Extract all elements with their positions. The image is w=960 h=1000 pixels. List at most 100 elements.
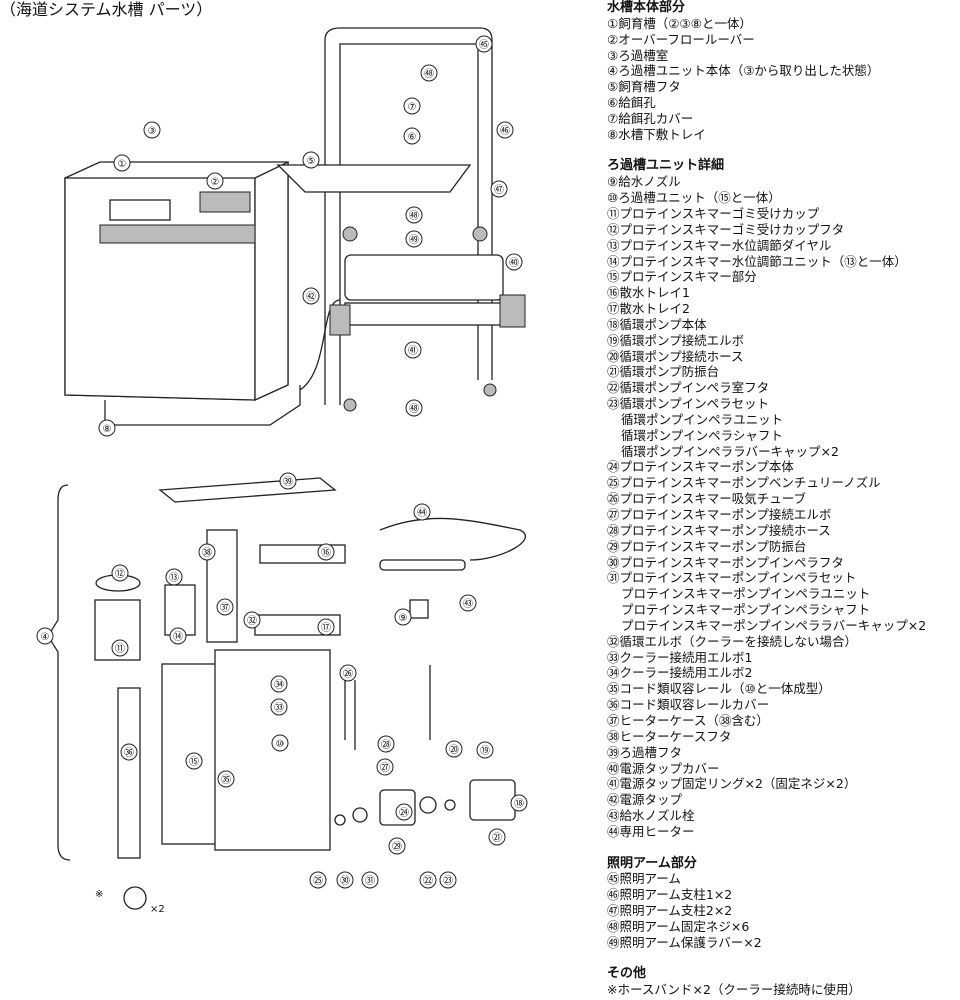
callout-circle: [377, 735, 395, 753]
part-item: ㉒循環ポンプインペラ室フタ: [607, 380, 770, 396]
callout-label-23: ㉓: [443, 875, 453, 887]
part-item: ⑳循環ポンプ接続ホース: [607, 348, 744, 364]
part-item: ㉞クーラー接続用エルボ2: [607, 665, 753, 681]
part-item: ㉘プロテインスキマーポンプ接続ホース: [607, 522, 831, 538]
callout-label-43: ㊸: [463, 598, 473, 610]
part-item: ⑭プロテインスキマー水位調節ユニット（⑬と一体）: [607, 253, 907, 269]
part-item: ⑪プロテインスキマーゴミ受けカップ: [607, 205, 820, 221]
part-item: ㉔プロテインスキマーポンプ本体: [607, 459, 794, 475]
callout-circle: [339, 664, 357, 682]
callout-circle: [185, 752, 203, 770]
callout-circle: [490, 180, 508, 198]
part-item: ③ろ過槽室: [607, 47, 669, 63]
part-item: ㊻照明アーム支柱1×2: [607, 887, 733, 903]
callout-label-42: ㊷: [306, 291, 316, 303]
part-subitem: プロテインスキマーポンプインペラユニット: [621, 586, 871, 602]
callout-circle: [420, 64, 438, 82]
part-subitem: 循環ポンプインペララバーキャップ×2: [621, 443, 839, 459]
part-item: ※ホースバンド×2（クーラー接続時に使用）: [607, 982, 861, 998]
callout-circle: [243, 611, 261, 629]
part-item: ㊲ヒーターケース（㊳含む）: [607, 712, 769, 728]
filter-unit-drawing: [47, 477, 527, 910]
callout-circle: [405, 206, 423, 224]
callout-circle: [111, 564, 129, 582]
callout-label-27: ㉗: [380, 762, 390, 774]
callout-label-26: ㉖: [343, 668, 353, 680]
part-item: ㊾照明アーム保護ラバー×2: [607, 934, 762, 950]
callout-label-32: ㉜: [247, 615, 257, 627]
callout-circle: [98, 419, 116, 437]
callout-label-48: ㊽: [409, 403, 419, 415]
part-item: ②オーバーフロールーバー: [607, 31, 755, 47]
part-item: ㉛プロテインスキマーポンプインペラセット: [607, 570, 857, 586]
callout-label-4: ④: [41, 632, 50, 643]
part-item: ⑩ろ過槽ユニット（⑮と一体）: [607, 190, 781, 206]
part-item: ⑲循環ポンプ接続エルボ: [607, 332, 745, 348]
callout-circle: [475, 35, 493, 53]
section-spacer: [607, 840, 960, 856]
callout-label-17: ⑰: [321, 622, 331, 634]
callout-label-48: ㊽: [424, 68, 434, 80]
callout-label-46: ㊻: [500, 125, 510, 137]
callout-circle: [510, 794, 528, 812]
callout-label-44: ㊹: [417, 507, 427, 519]
callout-circle: [317, 543, 335, 561]
callout-label-39: ㊴: [283, 476, 293, 488]
callout-label-31: ㉛: [365, 875, 375, 887]
callout-circle: [336, 871, 354, 889]
callout-label-33: ㉝: [274, 702, 284, 714]
callout-label-38: ㊳: [202, 547, 212, 559]
part-item: ④ろ過槽ユニット本体（③から取り出した状態）: [607, 63, 880, 79]
callout-label-19: ⑲: [480, 745, 490, 757]
part-item: ㉜循環エルボ（クーラーを接続しない場合）: [607, 633, 858, 649]
part-item: ㉓循環ポンプインペラセット: [607, 396, 770, 412]
section-heading: ろ過槽ユニット詳細: [607, 158, 725, 174]
callout-circle: [309, 871, 327, 889]
callout-label-14: ⑭: [173, 631, 183, 643]
callout-circle: [439, 871, 457, 889]
callout-label-8: ⑧: [103, 424, 112, 435]
callout-label-10: ⑩: [276, 739, 285, 750]
callout-label-36: ㊱: [124, 747, 134, 759]
callout-circle: [403, 127, 421, 145]
part-item: ⑯散水トレイ1: [607, 285, 690, 301]
callout-label-34: ㉞: [274, 679, 284, 691]
callout-label-29: ㉙: [392, 841, 402, 853]
part-item: ㉝クーラー接続用エルボ1: [607, 649, 753, 665]
part-item: ㊸給水ノズル栓: [607, 808, 695, 824]
callout-label-16: ⑯: [321, 547, 331, 559]
callout-circle: [217, 770, 235, 788]
part-item: ⑮プロテインスキマー部分: [607, 269, 757, 285]
callout-label-47: ㊼: [494, 184, 504, 196]
callout-circle: [394, 608, 412, 626]
part-item: ㊼照明アーム支柱2×2: [607, 903, 733, 919]
callout-circle: [476, 741, 494, 759]
part-item: ㊳ヒーターケースフタ: [607, 728, 732, 744]
part-item: ㊱コード類収容レールカバー: [607, 697, 770, 713]
callout-label-2: ②: [211, 177, 220, 188]
part-item: ⑱循環ポンプ本体: [607, 316, 707, 332]
part-item: ⑰散水トレイ2: [607, 301, 690, 317]
callout-circle: [403, 97, 421, 115]
page-title: （海道システム水槽 パーツ）: [0, 0, 213, 19]
callout-circle: [206, 172, 224, 190]
callout-circle: [169, 627, 187, 645]
callout-label-30: ㉚: [340, 875, 350, 887]
callout-label-1: ①: [118, 159, 127, 170]
callout-circle: [270, 698, 288, 716]
callout-circle: [405, 230, 423, 248]
callout-label-48: ㊽: [409, 210, 419, 222]
callout-circle: [459, 594, 477, 612]
part-item: ⑦給餌孔カバー: [607, 110, 694, 126]
callout-label-28: ㉘: [381, 739, 391, 751]
callout-circle: [317, 618, 335, 636]
part-item: ⑫プロテインスキマーゴミ受けカップフタ: [607, 221, 845, 237]
part-item: ㊵電源タップカバー: [607, 760, 720, 776]
callout-circle: [361, 871, 379, 889]
callout-circle: [279, 472, 297, 490]
callout-circle: [120, 743, 138, 761]
callout-label-21: ㉑: [492, 832, 502, 844]
section-heading: その他: [607, 966, 647, 982]
part-item: ㊴ろ過槽フタ: [607, 744, 683, 760]
